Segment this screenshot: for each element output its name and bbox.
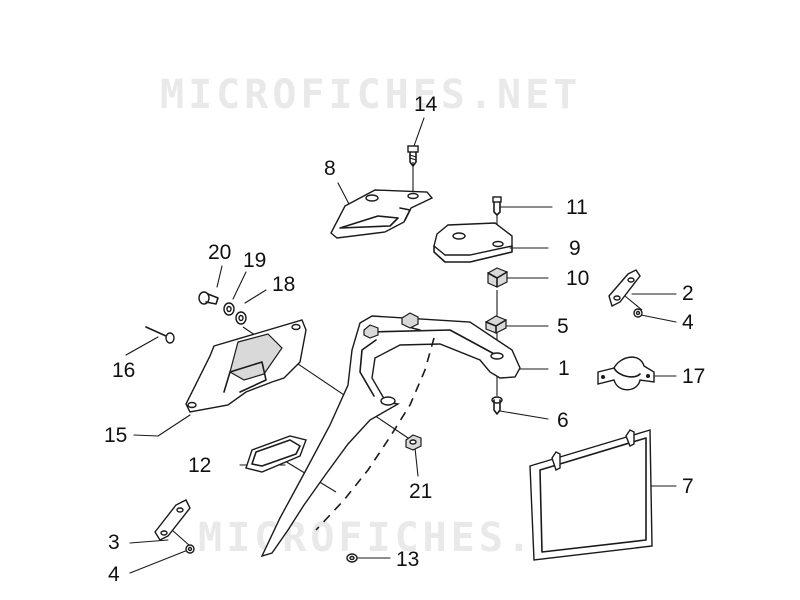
part-15-plate-holder xyxy=(185,319,307,413)
callout-15: 15 xyxy=(104,424,128,447)
part-19-washer xyxy=(223,302,235,316)
callout-4-upper: 4 xyxy=(682,311,694,334)
callout-16: 16 xyxy=(112,359,136,382)
leader-4b xyxy=(129,549,189,574)
part-4-washer-b xyxy=(185,544,195,554)
leader-20 xyxy=(216,265,223,288)
part-6-screw xyxy=(491,396,503,415)
part-1-mudguard xyxy=(260,312,521,558)
part-2-strap xyxy=(608,269,641,307)
leader-15b xyxy=(157,414,191,437)
callout-12: 12 xyxy=(188,454,212,477)
leader-3 xyxy=(129,539,169,544)
part-9-plate xyxy=(433,222,513,263)
callout-11: 11 xyxy=(566,196,588,219)
part-5-clip xyxy=(485,315,507,334)
part-14-screw xyxy=(407,145,419,167)
part-16-rivet xyxy=(145,326,175,344)
callout-1: 1 xyxy=(558,357,570,380)
callout-18: 18 xyxy=(272,273,296,296)
part-17-clamp xyxy=(597,356,655,391)
callout-4-lower: 4 xyxy=(108,563,120,586)
callout-20: 20 xyxy=(208,241,232,264)
part-3-strap xyxy=(154,499,191,541)
leader-19 xyxy=(232,271,247,300)
callout-19: 19 xyxy=(243,249,267,272)
watermark-top: MICROFICHES.NET xyxy=(160,72,582,118)
leader-21 xyxy=(414,447,419,477)
callout-21: 21 xyxy=(409,480,433,503)
leader-4a xyxy=(640,314,677,323)
callout-7: 7 xyxy=(682,475,694,498)
leader-14 xyxy=(413,117,425,147)
callout-17: 17 xyxy=(682,365,706,388)
part-4-washer-a xyxy=(633,308,643,318)
leader-16 xyxy=(125,336,159,356)
callout-2: 2 xyxy=(682,282,694,305)
part-20-screw xyxy=(198,291,219,305)
part-12-reflector xyxy=(245,435,307,473)
callout-6: 6 xyxy=(557,409,569,432)
callout-10: 10 xyxy=(566,267,590,290)
part-18-washer xyxy=(235,311,247,325)
leader-8 xyxy=(337,182,351,207)
leader-6 xyxy=(499,410,549,420)
callout-13: 13 xyxy=(396,548,420,571)
part-21-nut xyxy=(405,434,422,451)
part-11-screw xyxy=(492,196,502,216)
part-13-washer xyxy=(346,553,358,563)
leader-lines xyxy=(125,117,677,574)
part-7-panel xyxy=(529,429,653,561)
callout-5: 5 xyxy=(557,315,569,338)
callout-14: 14 xyxy=(414,93,438,116)
leader-15 xyxy=(133,434,159,437)
part-10-clip xyxy=(487,267,508,288)
callout-8: 8 xyxy=(324,157,336,180)
part-8-bracket xyxy=(330,189,434,239)
leader-18 xyxy=(244,289,267,304)
callout-9: 9 xyxy=(569,237,581,260)
callout-3: 3 xyxy=(108,531,120,554)
